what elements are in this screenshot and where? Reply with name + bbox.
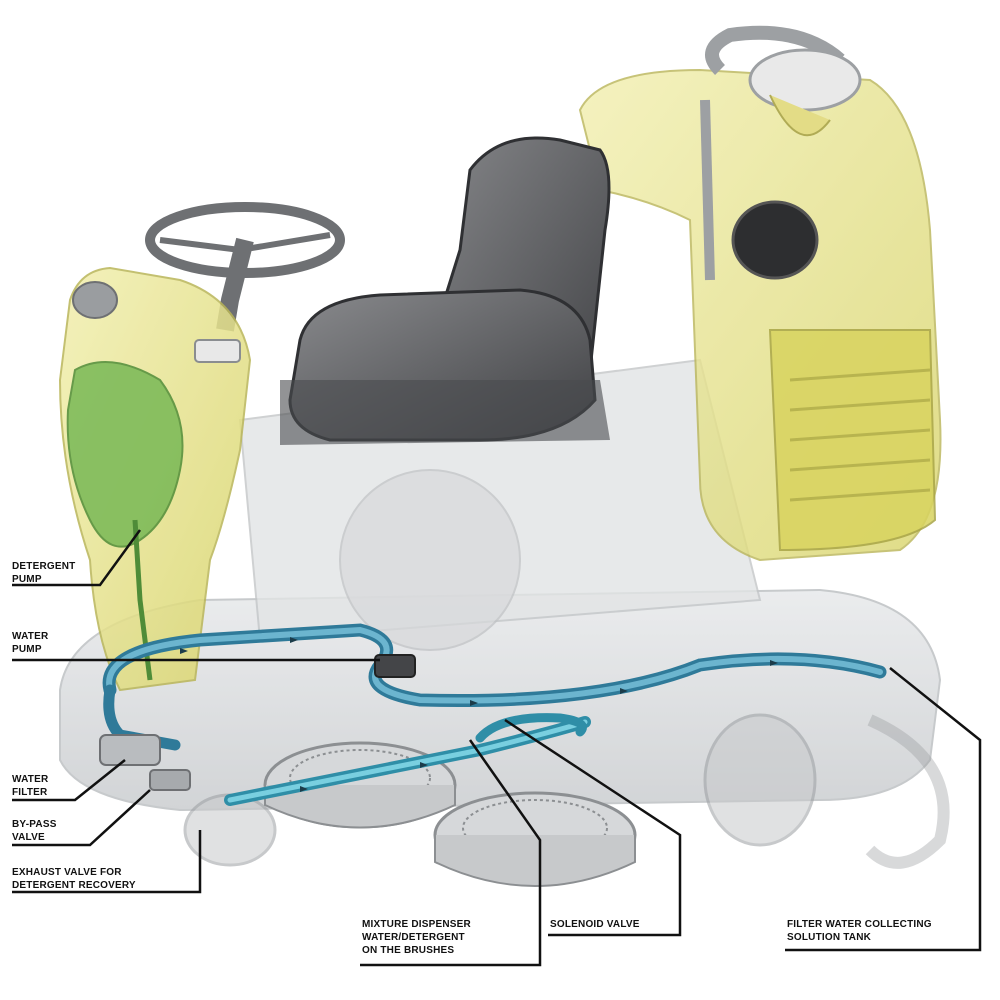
label-line: SOLUTION TANK <box>787 932 872 943</box>
label-line: BY-PASS <box>12 819 57 830</box>
water-hoses <box>102 623 887 806</box>
label-line: EXHAUST VALVE FOR <box>12 867 122 878</box>
label-line: FILTER WATER COLLECTING <box>787 919 932 930</box>
label-line: VALVE <box>12 832 45 843</box>
label-line: SOLENOID VALVE <box>550 919 640 930</box>
filter-unit <box>99 734 191 791</box>
label-line: DETERGENT RECOVERY <box>12 880 136 891</box>
label-line: WATER <box>12 774 49 785</box>
seat <box>280 136 611 445</box>
solution-tank <box>578 25 942 562</box>
brush-right <box>433 791 637 887</box>
label-line: PUMP <box>12 644 42 655</box>
label-solenoid-valve: SOLENOID VALVE <box>550 918 640 931</box>
label-filter-water-tank: FILTER WATER COLLECTING SOLUTION TANK <box>787 918 932 944</box>
label-mixture-dispenser: MIXTURE DISPENSER WATER/DETERGENT ON THE… <box>362 918 471 957</box>
detergent-tank <box>58 266 252 692</box>
label-bypass-valve: BY-PASS VALVE <box>12 818 57 844</box>
water-pump-unit <box>374 654 416 678</box>
leader-lines <box>12 529 982 967</box>
label-line: DETERGENT <box>12 561 76 572</box>
label-water-filter: WATER FILTER <box>12 773 48 799</box>
label-exhaust-valve: EXHAUST VALVE FOR DETERGENT RECOVERY <box>12 866 136 892</box>
label-line: MIXTURE DISPENSER <box>362 919 471 930</box>
label-line: PUMP <box>12 574 42 585</box>
label-water-pump: WATER PUMP <box>12 630 48 656</box>
label-line: WATER <box>12 631 49 642</box>
label-line: WATER/DETERGENT <box>362 932 465 943</box>
label-line: FILTER <box>12 787 48 798</box>
label-line: ON THE BRUSHES <box>362 945 455 956</box>
label-detergent-pump: DETERGENT PUMP <box>12 560 75 586</box>
